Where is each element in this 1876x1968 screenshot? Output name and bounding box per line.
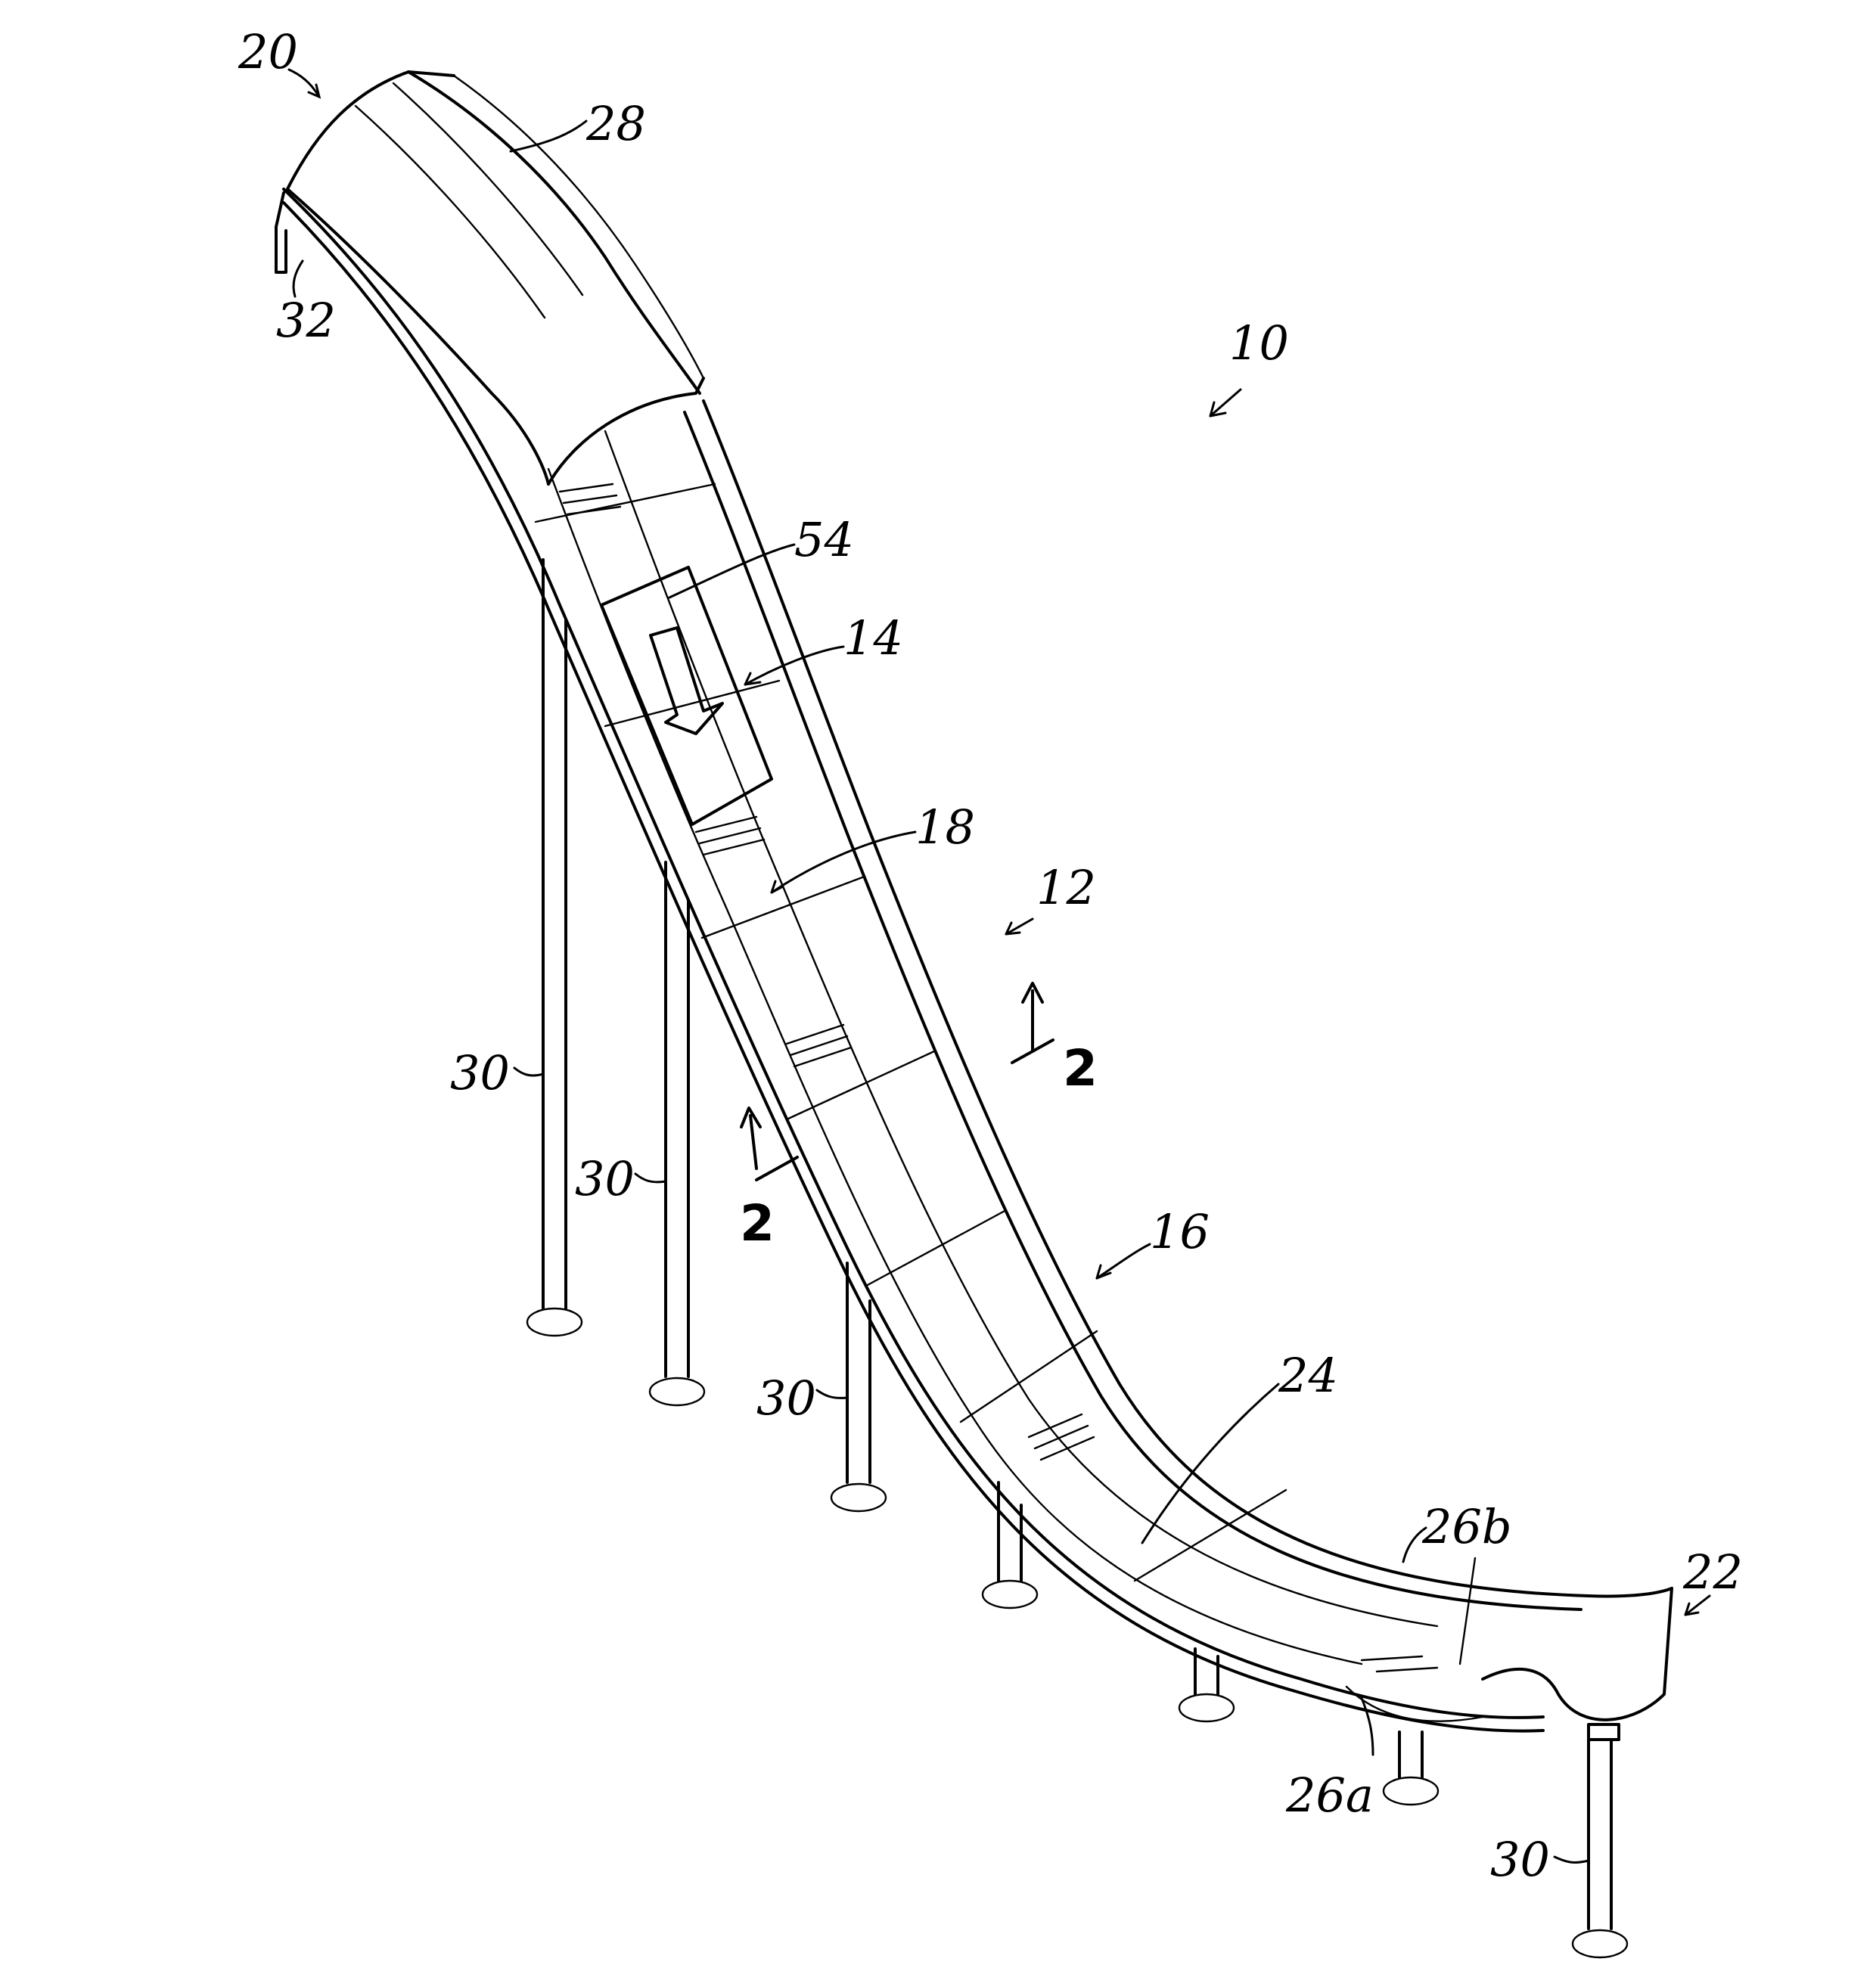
label-upper-end: 20 [238, 24, 298, 79]
section-line-2-2 [740, 982, 1054, 1181]
label-support-leg: 30 [450, 1045, 510, 1100]
label-pad-texture: 54 [794, 512, 854, 567]
support-leg [648, 861, 706, 1407]
support-leg [1382, 1731, 1440, 1806]
support-leg [526, 558, 583, 1337]
label-lower-end: 22 [1682, 1544, 1743, 1600]
lower-end-lip [1345, 1587, 1673, 1741]
label-side-wall-a: 26a [1285, 1768, 1374, 1823]
label-support-leg: 30 [756, 1370, 816, 1426]
label-canopy: 28 [585, 96, 646, 151]
slide-body [282, 188, 1673, 1733]
support-leg [830, 1262, 887, 1513]
label-support-leg: 30 [1490, 1832, 1550, 1887]
label-ride-surface: 18 [915, 799, 975, 855]
canopy [275, 70, 705, 486]
reference-labels: 20 28 32 10 54 14 18 12 2 30 30 2 16 30 … [238, 24, 1743, 1887]
indicator-pad [600, 566, 773, 826]
label-section-left: 2 [740, 1194, 775, 1253]
leader-lines [287, 68, 1711, 1864]
label-support-leg: 30 [575, 1151, 635, 1206]
label-section-right: 2 [1063, 1039, 1098, 1097]
label-indicator-pad: 14 [843, 610, 903, 666]
label-side-wall-b: 26b [1421, 1499, 1512, 1554]
support-leg [1571, 1738, 1629, 1959]
support-legs [526, 558, 1629, 1959]
label-mount-bracket: 32 [276, 293, 336, 348]
label-slide-assembly: 10 [1229, 315, 1289, 371]
label-slide-body: 12 [1036, 860, 1096, 915]
label-runout: 24 [1278, 1348, 1338, 1403]
label-trough: 16 [1150, 1204, 1210, 1259]
